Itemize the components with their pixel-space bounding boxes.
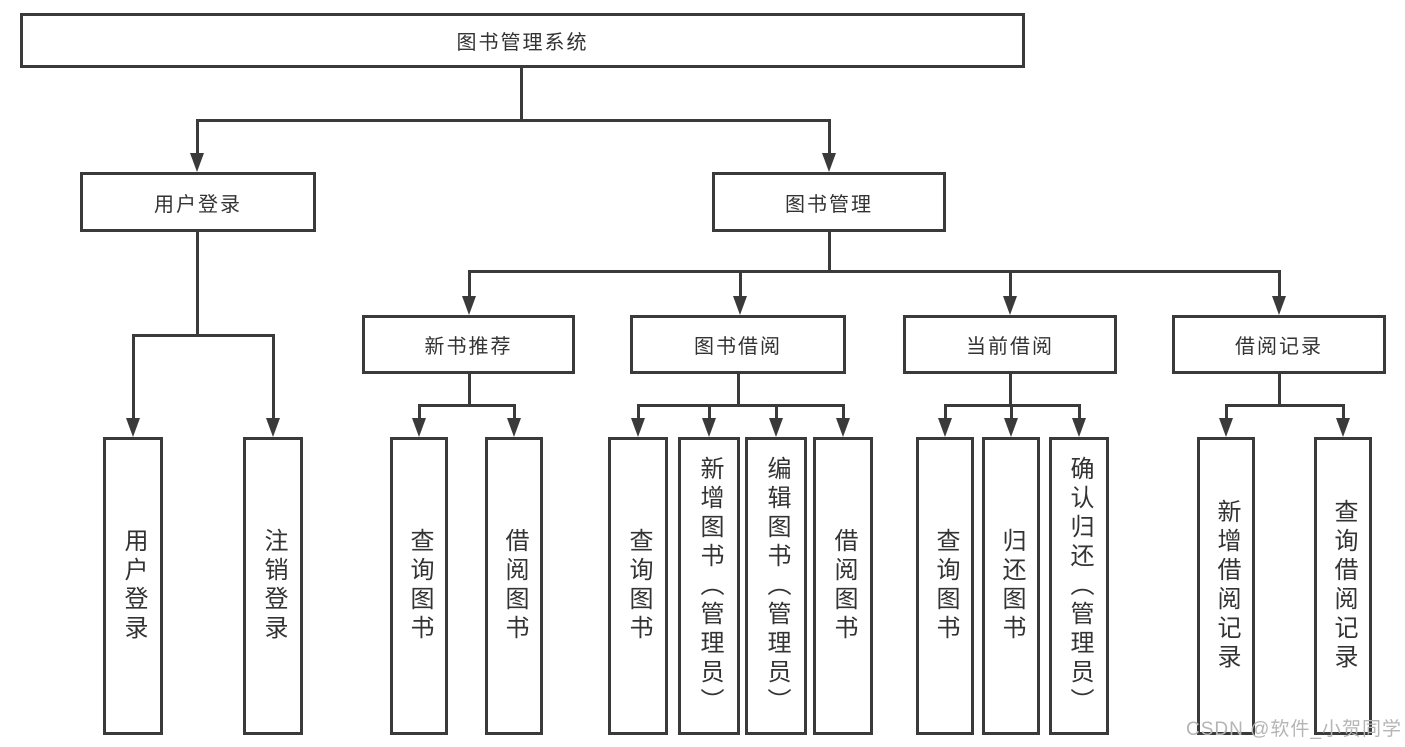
connector-line (1225, 404, 1228, 419)
leaf-edit-books-admin: 编辑图书（管理员） (745, 437, 807, 735)
connector-line (513, 404, 516, 419)
connector-line (739, 270, 742, 297)
leaf-query-books-1: 查询图书 (390, 437, 448, 735)
arrow-down-icon (938, 418, 952, 437)
connector-line (520, 68, 523, 121)
node-borrowing-records: 借阅记录 (1172, 315, 1386, 374)
node-new-book-recommend: 新书推荐 (362, 315, 575, 374)
arrow-down-icon (266, 418, 280, 437)
leaf-query-books-2: 查询图书 (608, 437, 668, 735)
node-current-borrowing: 当前借阅 (903, 315, 1117, 374)
node-book-borrowing: 图书借阅 (630, 315, 846, 374)
connector-line (637, 404, 845, 407)
connector-line (1078, 404, 1081, 419)
connector-line (468, 270, 471, 297)
connector-line (272, 334, 275, 419)
connector-line (775, 404, 778, 419)
leaf-query-books-3: 查询图书 (916, 437, 974, 735)
connector-line (708, 404, 711, 419)
connector-line (132, 334, 135, 419)
arrow-down-icon (1004, 418, 1018, 437)
leaf-add-borrow-record: 新增借阅记录 (1197, 437, 1255, 735)
arrow-down-icon (462, 296, 476, 315)
connector-line (1278, 270, 1281, 297)
connector-line (828, 232, 831, 273)
arrow-down-icon (1003, 296, 1017, 315)
connector-line (1010, 404, 1013, 419)
arrow-down-icon (1219, 418, 1233, 437)
connector-line (1278, 374, 1281, 407)
arrow-down-icon (412, 418, 426, 437)
arrow-down-icon (1072, 418, 1086, 437)
arrow-down-icon (126, 418, 140, 437)
arrow-down-icon (836, 418, 850, 437)
node-book-management: 图书管理 (712, 172, 946, 232)
connector-line (944, 404, 947, 419)
arrow-down-icon (1272, 296, 1286, 315)
arrow-down-icon (702, 418, 716, 437)
arrow-down-icon (733, 296, 747, 315)
leaf-user-login: 用户登录 (103, 437, 163, 735)
connector-line (1009, 270, 1012, 297)
arrow-down-icon (822, 153, 836, 172)
connector-line (468, 374, 471, 407)
connector-line (637, 404, 640, 419)
connector-line (132, 334, 274, 337)
leaf-borrow-books-1: 借阅图书 (485, 437, 543, 735)
arrow-down-icon (631, 418, 645, 437)
connector-line (418, 404, 421, 419)
arrow-down-icon (190, 153, 204, 172)
leaf-query-borrow-record: 查询借阅记录 (1314, 437, 1372, 735)
csdn-watermark: CSDN @软件_小贺同学 (1186, 719, 1402, 740)
connector-line (196, 232, 199, 336)
connector-line (1225, 404, 1345, 407)
connector-line (842, 404, 845, 419)
node-book-management-system: 图书管理系统 (20, 13, 1025, 68)
leaf-confirm-return-admin: 确认归还（管理员） (1049, 437, 1109, 735)
leaf-logout: 注销登录 (243, 437, 303, 735)
node-user-login: 用户登录 (80, 172, 316, 232)
leaf-borrow-books-2: 借阅图书 (813, 437, 873, 735)
connector-line (828, 119, 831, 154)
leaf-return-books: 归还图书 (982, 437, 1040, 735)
connector-line (468, 270, 1281, 273)
connector-line (418, 404, 516, 407)
arrow-down-icon (769, 418, 783, 437)
connector-line (1009, 374, 1012, 407)
connector-line (1342, 404, 1345, 419)
connector-line (196, 119, 199, 154)
arrow-down-icon (1336, 418, 1350, 437)
leaf-add-books-admin: 新增图书（管理员） (678, 437, 740, 735)
connector-line (737, 374, 740, 407)
connector-line (196, 119, 831, 122)
arrow-down-icon (507, 418, 521, 437)
